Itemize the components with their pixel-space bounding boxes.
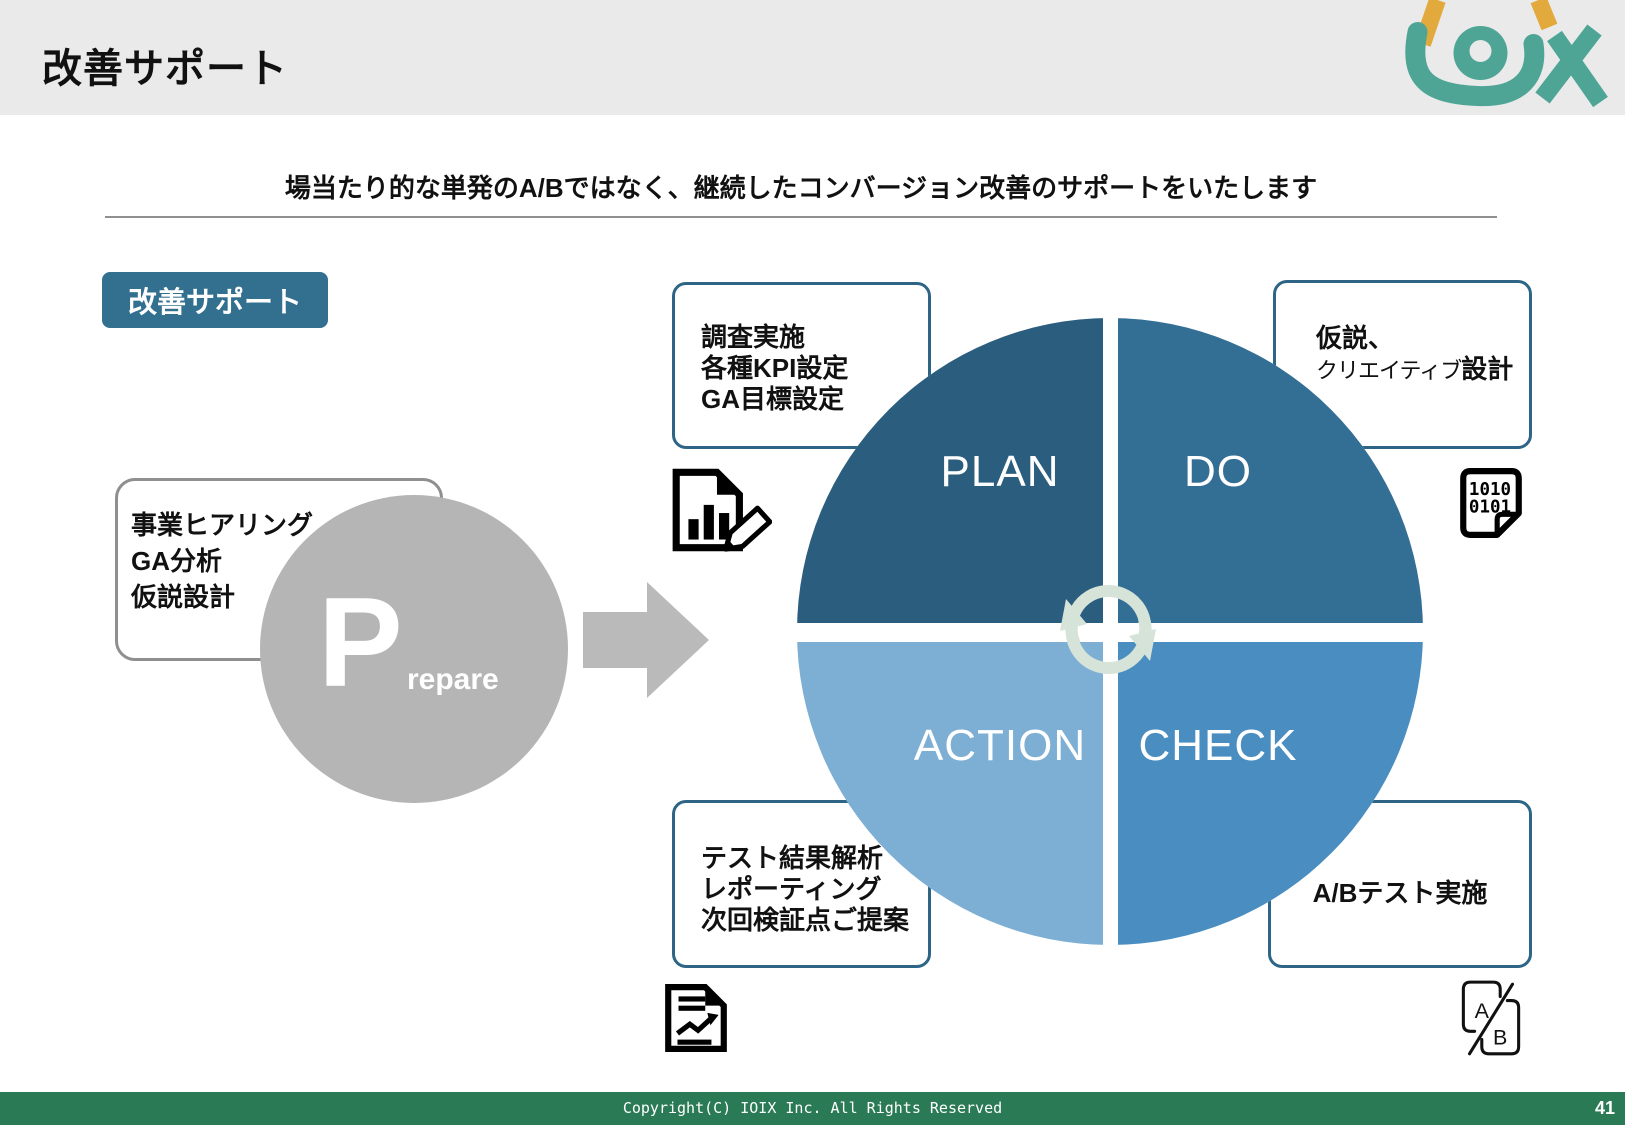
header-band: 改善サポート [0, 0, 1625, 115]
prepare-note-line: 仮説設計 [131, 582, 236, 612]
improvement-support-badge: 改善サポート [102, 272, 328, 328]
check-label: CHECK [1138, 721, 1298, 770]
binary-row-1: 1010 [1469, 480, 1511, 500]
logo-gold-right [1530, 0, 1558, 31]
pdca-plan-quadrant [797, 318, 1103, 623]
pdca-circle: PLAN DO ACTION CHECK [797, 318, 1423, 945]
prepare-circle: P repare [260, 495, 568, 803]
do-callout-bold-text: 設計 [1461, 354, 1514, 384]
plan-callout-line: 調査実施 [701, 322, 806, 352]
logo-teal-o-hole [1469, 40, 1492, 62]
footer-bar: Copyright(C) IOIX Inc. All Rights Reserv… [0, 1092, 1625, 1125]
prepare-initial: P [318, 571, 403, 713]
prepare-rest: repare [407, 663, 499, 696]
ab-letter-b: B [1493, 1026, 1507, 1050]
page-number: 41 [1594, 1098, 1615, 1118]
logo-teal-x2 [1547, 30, 1608, 108]
prepare-note-line: 事業ヒアリング [131, 510, 314, 540]
flow-arrow-head [647, 582, 709, 698]
subtitle-divider [105, 216, 1497, 218]
cycle-arrows-icon [1060, 585, 1156, 674]
trend-report-icon [665, 984, 727, 1052]
subtitle: 場当たり的な単発のA/Bではなく、継続したコンバージョン改善のサポートをいたしま… [284, 173, 1318, 203]
pdca-check-quadrant [1118, 642, 1423, 945]
page-title: 改善サポート [42, 47, 288, 91]
pdca-do-quadrant [1118, 318, 1423, 623]
binary-document-icon: 1010 0101 [1460, 468, 1522, 538]
copyright-text: Copyright(C) IOIX Inc. All Rights Reserv… [622, 1099, 1003, 1117]
logo-teal-bowl [1405, 22, 1545, 107]
flow-arrow-shaft [583, 612, 649, 668]
ab-letter-a: A [1475, 999, 1490, 1023]
ioix-logo-icon [1405, 0, 1608, 108]
pdca-action-quadrant [797, 642, 1103, 945]
prepare-note-line: GA分析 [131, 546, 223, 576]
action-label: ACTION [913, 721, 1087, 770]
ab-test-phone-icon: A B [1461, 980, 1521, 1056]
binary-row-2: 0101 [1469, 497, 1511, 517]
do-label: DO [1184, 447, 1252, 496]
bar-chart-pencil-icon [672, 468, 772, 552]
plan-label: PLAN [940, 447, 1060, 496]
